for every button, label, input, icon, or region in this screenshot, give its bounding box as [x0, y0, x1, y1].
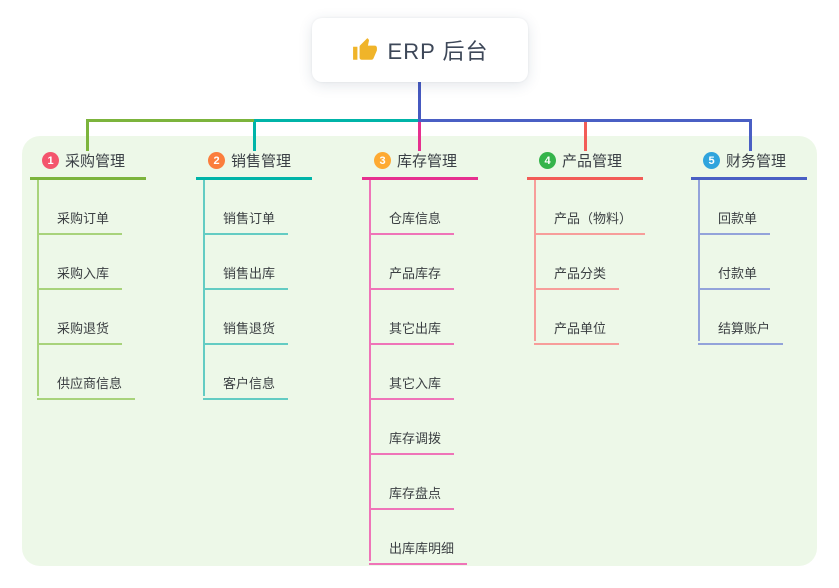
child-label: 产品库存: [389, 266, 442, 281]
child-label: 仓库信息: [389, 211, 442, 226]
branch-sales: 2 销售管理 销售订单 销售出库 销售退货 客户信息: [196, 0, 312, 588]
child-label: 产品分类: [554, 266, 607, 281]
branch-label: 库存管理: [397, 153, 458, 170]
child-node-purchase-order[interactable]: 采购订单: [37, 201, 123, 235]
branch-title-sales[interactable]: 2 销售管理: [196, 148, 312, 180]
thumbs-up-icon: [352, 38, 377, 60]
child-node-product-stock[interactable]: 产品库存: [369, 256, 455, 290]
branch-inventory: 3 库存管理 仓库信息 产品库存 其它出库 其它入库 库存调拨 库存盘点 出库库…: [362, 0, 478, 588]
branch-5-drop-line: [749, 119, 752, 151]
child-label: 供应商信息: [57, 376, 123, 391]
child-label: 产品（物料）: [554, 211, 633, 226]
child-node-other-outbound[interactable]: 其它出库: [369, 311, 455, 345]
child-connector-line: [534, 180, 536, 341]
child-node-warehouse-info[interactable]: 仓库信息: [369, 201, 455, 235]
child-node-product-unit[interactable]: 产品单位: [534, 311, 620, 345]
child-label: 销售出库: [223, 266, 276, 281]
branch-number-badge: 4: [539, 152, 556, 169]
child-label: 库存盘点: [389, 486, 442, 501]
branch-procurement: 1 采购管理 采购订单 采购入库 采购退货 供应商信息: [30, 0, 146, 588]
branch-number-badge: 1: [42, 152, 59, 169]
branch-number-badge: 3: [374, 152, 391, 169]
child-node-sales-outbound[interactable]: 销售出库: [203, 256, 289, 290]
root-trunk-line: [418, 82, 421, 120]
branch-finance: 5 财务管理 回款单 付款单 结算账户: [691, 0, 807, 588]
child-node-outbound-detail[interactable]: 出库库明细: [369, 531, 468, 565]
child-node-receipt-note[interactable]: 回款单: [698, 201, 771, 235]
bus-line-left: [86, 119, 254, 122]
branch-label: 财务管理: [726, 153, 787, 170]
branch-1-drop-line: [86, 119, 89, 151]
child-label: 采购订单: [57, 211, 110, 226]
child-node-purchase-return[interactable]: 采购退货: [37, 311, 123, 345]
branch-label: 产品管理: [562, 153, 623, 170]
child-label: 销售退货: [223, 321, 276, 336]
branch-title-product[interactable]: 4 产品管理: [527, 148, 643, 180]
branch-title-finance[interactable]: 5 财务管理: [691, 148, 807, 180]
child-connector-line: [369, 180, 371, 561]
child-node-stock-transfer[interactable]: 库存调拨: [369, 421, 455, 455]
root-node[interactable]: ERP 后台: [312, 18, 528, 82]
child-label: 回款单: [718, 211, 758, 226]
branch-title-inventory[interactable]: 3 库存管理: [362, 148, 478, 180]
child-label: 销售订单: [223, 211, 276, 226]
branch-label: 采购管理: [65, 153, 126, 170]
child-node-payment-note[interactable]: 付款单: [698, 256, 771, 290]
child-label: 结算账户: [718, 321, 771, 336]
child-label: 其它入库: [389, 376, 442, 391]
child-node-sales-order[interactable]: 销售订单: [203, 201, 289, 235]
branch-label: 销售管理: [231, 153, 292, 170]
child-label: 采购入库: [57, 266, 110, 281]
child-node-product-category[interactable]: 产品分类: [534, 256, 620, 290]
child-node-stock-count[interactable]: 库存盘点: [369, 476, 455, 510]
child-node-purchase-inbound[interactable]: 采购入库: [37, 256, 123, 290]
branch-number-badge: 2: [208, 152, 225, 169]
child-label: 库存调拨: [389, 431, 442, 446]
branches-panel: [22, 136, 817, 566]
branch-4-drop-line: [584, 119, 587, 151]
child-node-settlement-account[interactable]: 结算账户: [698, 311, 784, 345]
branch-2-drop-line: [253, 119, 256, 151]
bus-line-center: [254, 119, 418, 122]
child-node-customer-info[interactable]: 客户信息: [203, 366, 289, 400]
branch-title-procurement[interactable]: 1 采购管理: [30, 148, 146, 180]
branch-product: 4 产品管理 产品（物料） 产品分类 产品单位: [527, 0, 646, 588]
child-label: 其它出库: [389, 321, 442, 336]
child-connector-line: [698, 180, 700, 341]
branch-3-drop-line: [418, 119, 421, 151]
child-label: 采购退货: [57, 321, 110, 336]
branch-number-badge: 5: [703, 152, 720, 169]
child-label: 出库库明细: [389, 541, 455, 556]
bus-line-right: [418, 119, 752, 122]
child-label: 产品单位: [554, 321, 607, 336]
child-node-product-material[interactable]: 产品（物料）: [534, 201, 646, 235]
child-node-supplier-info[interactable]: 供应商信息: [37, 366, 136, 400]
child-node-other-inbound[interactable]: 其它入库: [369, 366, 455, 400]
child-label: 客户信息: [223, 376, 276, 391]
root-title: ERP 后台: [387, 39, 489, 64]
child-node-sales-return[interactable]: 销售退货: [203, 311, 289, 345]
child-label: 付款单: [718, 266, 758, 281]
